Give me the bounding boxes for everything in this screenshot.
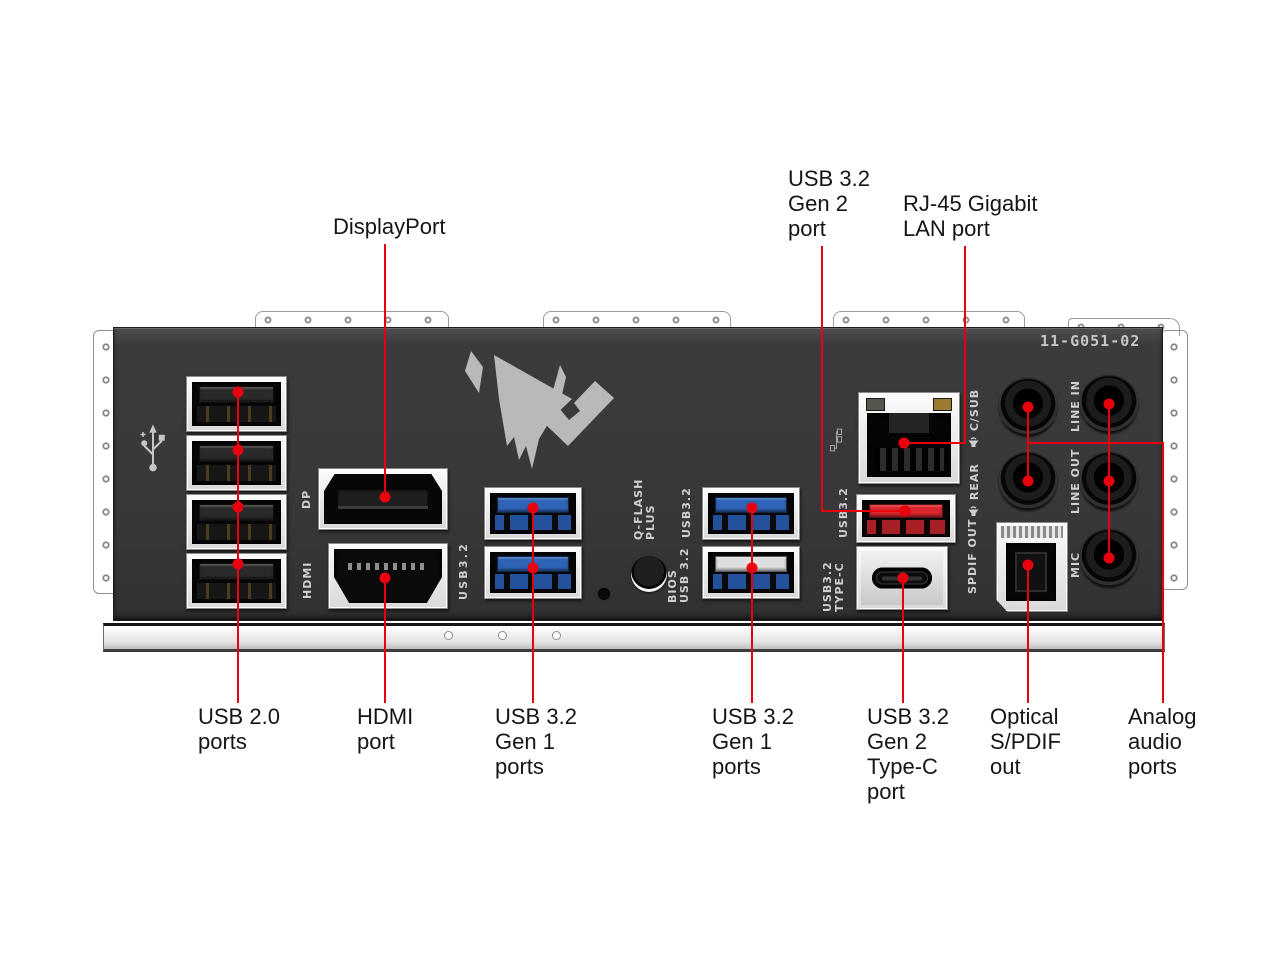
spdif-opening	[1006, 543, 1056, 601]
lan-latch	[889, 413, 929, 433]
connector-line	[821, 510, 906, 512]
connector-dot	[899, 438, 910, 449]
connector-dot	[233, 559, 244, 570]
connector-dot	[528, 503, 539, 514]
connector-line	[903, 442, 966, 444]
rj45-lan-port	[858, 392, 960, 484]
connector-dot	[747, 503, 758, 514]
silkscreen-usb32-mid: USB3.2	[681, 487, 693, 538]
spdif-ridges	[1001, 526, 1063, 538]
connector-dot	[528, 563, 539, 574]
aorus-falcon-logo	[438, 343, 653, 471]
silkscreen-line-out: LINE OUT	[1070, 449, 1082, 514]
callout-rj45-lan-port: RJ-45 Gigabit LAN port	[903, 191, 1038, 241]
callout-hdmi-port: HDMI port	[357, 704, 413, 754]
part-number: 11-G051-02	[1040, 332, 1140, 350]
connector-dot	[380, 573, 391, 584]
speaker-icon	[968, 436, 979, 448]
connector-dot	[1023, 560, 1034, 571]
connector-dot	[1104, 399, 1115, 410]
connector-dot	[1104, 476, 1115, 487]
silkscreen-rear-text: REAR	[968, 463, 981, 500]
callout-usb32-gen2-typec-port: USB 3.2 Gen 2 Type-C port	[867, 704, 949, 804]
speaker-icon	[968, 505, 979, 517]
connector-line	[532, 506, 534, 703]
silkscreen-mic: MIC	[1070, 552, 1082, 578]
lan-led-left	[866, 398, 885, 411]
connector-dot	[233, 387, 244, 398]
callout-usb20-ports: USB 2.0 ports	[198, 704, 280, 754]
connector-dot	[898, 573, 909, 584]
callout-displayport: DisplayPort	[333, 214, 445, 239]
silkscreen-usb32-gen2: USB3.2	[838, 487, 850, 538]
hdmi-pins	[348, 563, 428, 569]
connector-dot	[233, 502, 244, 513]
callout-analog-audio-ports: Analog audio ports	[1128, 704, 1197, 779]
callout-usb32-gen1-ports-left: USB 3.2 Gen 1 ports	[495, 704, 577, 779]
qflash-led	[598, 588, 610, 600]
rivet-hole	[498, 631, 507, 640]
usb-contacts	[867, 520, 944, 534]
silkscreen-csub: C/SUB	[968, 389, 981, 448]
connector-line	[384, 244, 386, 498]
connector-line	[902, 578, 904, 703]
callout-usb32-gen2-port: USB 3.2 Gen 2 port	[788, 166, 870, 241]
connector-line	[1162, 442, 1164, 703]
connector-line	[964, 246, 966, 444]
connector-dot	[1023, 476, 1034, 487]
silkscreen-bios-usb32: BIOS USB 3.2	[667, 547, 691, 603]
connector-line	[1027, 565, 1029, 703]
connector-dot	[1023, 402, 1034, 413]
connector-line	[821, 246, 823, 512]
connector-line	[384, 578, 386, 703]
callout-usb32-gen1-ports-right: USB 3.2 Gen 1 ports	[712, 704, 794, 779]
connector-line	[1027, 407, 1029, 483]
connector-dot	[747, 563, 758, 574]
usb32-gen2-port	[856, 494, 956, 543]
silkscreen-dp: DP	[301, 490, 313, 509]
connector-dot	[233, 445, 244, 456]
connector-line	[1027, 442, 1164, 444]
shield-right-edge	[1160, 330, 1188, 590]
spdif-inner	[1015, 552, 1047, 592]
qflash-plus-button	[631, 556, 667, 592]
callout-optical-spdif-out: Optical S/PDIF out	[990, 704, 1061, 779]
silkscreen-csub-text: C/SUB	[968, 389, 981, 431]
connector-dot	[380, 492, 391, 503]
rivet-hole	[444, 631, 453, 640]
usb-icon	[138, 418, 168, 476]
connector-line	[751, 506, 753, 703]
connector-dot	[1104, 553, 1115, 564]
silkscreen-usb32-typec: USB3.2 TYPE-C	[822, 561, 846, 612]
silkscreen-rear: REAR	[968, 463, 981, 517]
shield-bottom-edge	[103, 623, 1165, 652]
silkscreen-qflash-plus: Q-FLASH PLUS	[633, 479, 657, 540]
silkscreen-spdif-out: SPDIF OUT	[967, 519, 979, 594]
silkscreen-usb32-left: USB3.2	[458, 542, 470, 600]
connector-line	[237, 388, 239, 703]
lan-teeth	[874, 448, 945, 471]
rivet-hole	[552, 631, 561, 640]
silkscreen-hdmi: HDMI	[302, 562, 314, 599]
connector-dot	[900, 506, 911, 517]
silkscreen-line-in: LINE IN	[1070, 380, 1082, 432]
lan-led-right	[933, 398, 952, 411]
